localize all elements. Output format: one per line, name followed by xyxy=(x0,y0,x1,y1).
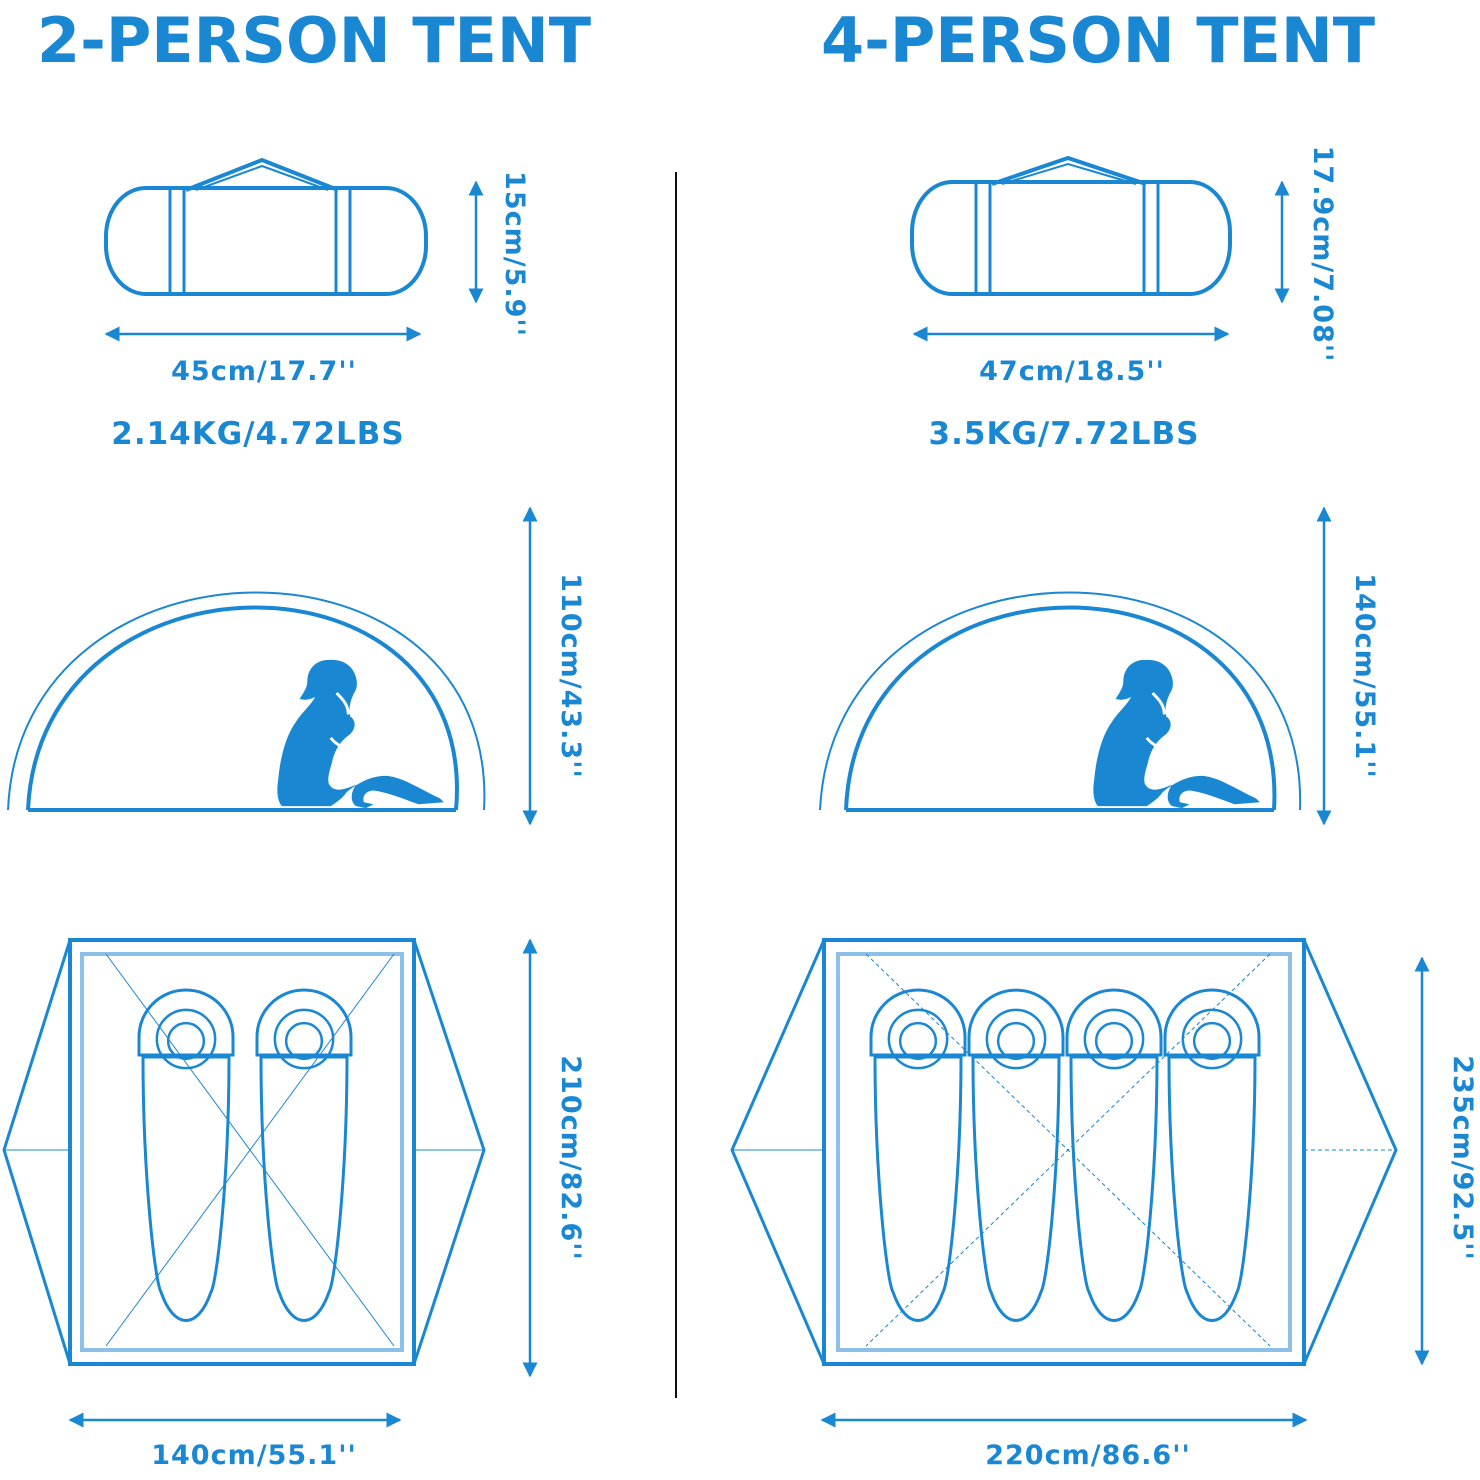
right-bag-height-label: 17.9cm/7.08'' xyxy=(1307,146,1338,363)
right-floor-length-label: 235cm/92.5'' xyxy=(1447,1055,1478,1261)
left-weight-label: 2.14KG/4.72LBS xyxy=(111,416,404,452)
left-sleeping-bag-icon xyxy=(255,988,353,1322)
right-sleeping-bag-icon xyxy=(1163,988,1261,1322)
left-seated-person-icon xyxy=(275,658,446,810)
right-seated-person-icon xyxy=(1091,658,1262,810)
left-sleeping-bags xyxy=(137,988,353,1322)
left-floor-length-label: 210cm/82.6'' xyxy=(555,1055,586,1261)
left-tent-floor-plan xyxy=(2,938,486,1366)
left-floor-width-label: 140cm/55.1'' xyxy=(151,1440,357,1471)
right-title: 4-PERSON TENT xyxy=(821,4,1375,77)
right-bag-width-label: 47cm/18.5'' xyxy=(979,356,1165,387)
left-bag-height-label: 15cm/5.9'' xyxy=(499,171,530,337)
left-carry-bag-icon xyxy=(104,157,428,296)
left-bag-width-label: 45cm/17.7'' xyxy=(171,356,357,387)
right-sleeping-bag-icon xyxy=(869,988,967,1322)
right-floor-width-label: 220cm/86.6'' xyxy=(985,1440,1191,1471)
left-tent-side-view xyxy=(7,591,486,812)
right-tent-height-label: 140cm/55.1'' xyxy=(1349,573,1380,779)
left-tent-height-label: 110cm/43.3'' xyxy=(555,573,586,779)
left-title: 2-PERSON TENT xyxy=(37,4,591,77)
right-sleeping-bag-icon xyxy=(1065,988,1163,1322)
right-weight-label: 3.5KG/7.72LBS xyxy=(929,416,1200,452)
left-sleeping-bag-icon xyxy=(137,988,235,1322)
right-sleeping-bags xyxy=(869,988,1261,1322)
right-tent-floor-plan xyxy=(730,938,1398,1366)
right-tent-side-view xyxy=(819,591,1302,812)
right-carry-bag-icon xyxy=(910,155,1232,296)
right-sleeping-bag-icon xyxy=(967,988,1065,1322)
